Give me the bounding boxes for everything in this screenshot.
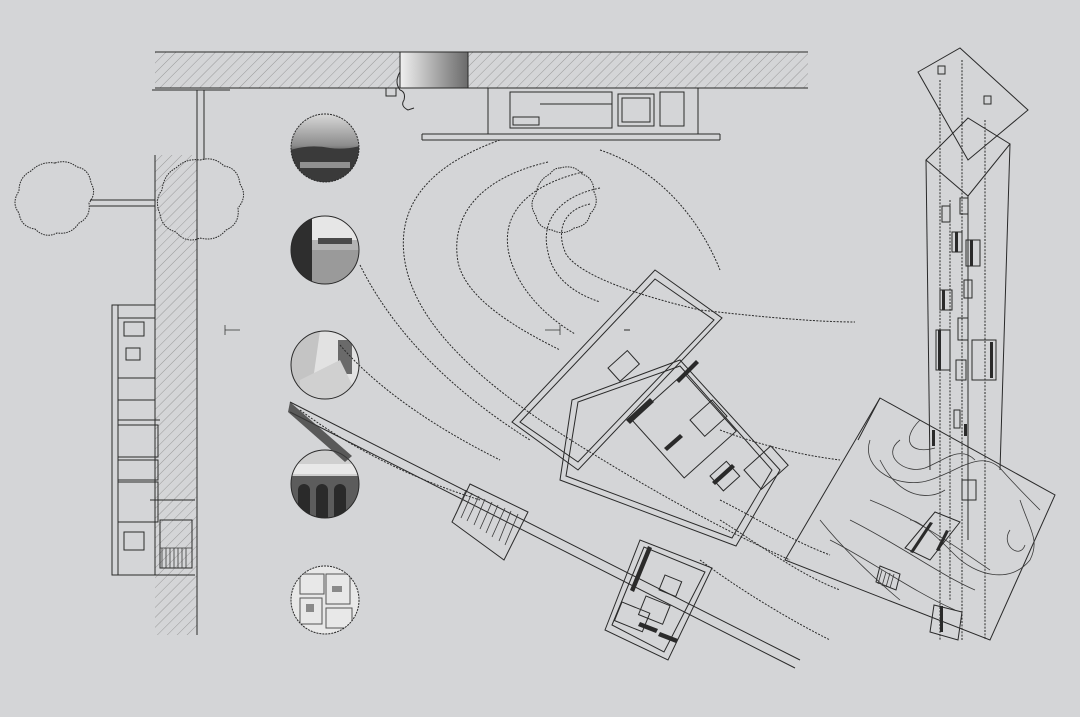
- site-plan: [288, 139, 856, 669]
- opening-gradient: [399, 51, 469, 89]
- axonometric-tower: [784, 47, 1056, 641]
- tower-openings: [932, 197, 997, 501]
- tree-canopy-left: [14, 161, 95, 236]
- ramp-curve: [396, 71, 415, 111]
- plan-thumbnail: [290, 565, 360, 635]
- earth-hatch-top-left: [155, 52, 400, 88]
- site-section-horizontal: [155, 51, 808, 141]
- stair-center: [451, 483, 529, 561]
- concrete-interior-photo: [290, 215, 360, 285]
- bright-interior-photo: [290, 330, 360, 400]
- contour-lines: [299, 139, 856, 641]
- lower-building-plan: [604, 539, 713, 661]
- stair-left: [160, 547, 192, 568]
- site-block-axon: [784, 397, 1056, 641]
- site-section-vertical: [14, 89, 561, 635]
- earth-hatch-top-right: [468, 52, 808, 88]
- photo-vignettes: [290, 113, 360, 635]
- entrance-path: [288, 401, 801, 669]
- landscape-photo: [290, 113, 360, 183]
- tree-canopy-center: [531, 166, 597, 234]
- main-building-plan: [511, 269, 789, 547]
- tree-canopy-right: [156, 158, 244, 241]
- arched-facade-photo: [290, 449, 360, 519]
- earth-hatch: [155, 155, 197, 635]
